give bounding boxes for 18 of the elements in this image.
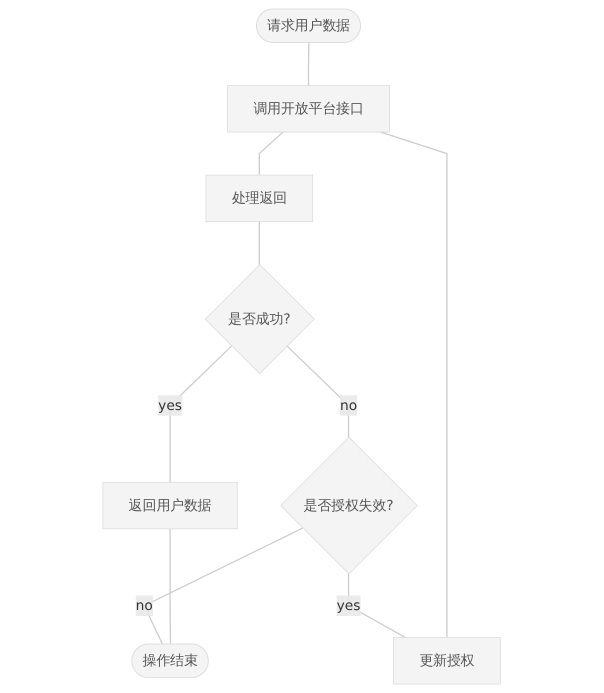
edge-label: no	[340, 396, 358, 414]
edge-label: yes	[158, 396, 182, 414]
connector	[308, 42, 310, 86]
node-box: 返回用户数据	[102, 482, 238, 530]
connector	[348, 574, 406, 638]
node-box: 更新授权	[394, 637, 502, 685]
edge-label: no	[136, 597, 154, 614]
node-box: 处理返回	[206, 174, 314, 222]
connector	[286, 345, 350, 438]
connector	[170, 345, 232, 482]
node-diamond: 是否授权失效?	[280, 436, 418, 574]
node-diamond: 是否成功?	[205, 264, 316, 374]
connector	[259, 222, 260, 265]
connector	[380, 131, 448, 638]
edge-label: yes	[337, 597, 361, 614]
connector	[259, 132, 284, 176]
node-box: 调用开放平台接口	[228, 85, 390, 132]
connector	[170, 528, 172, 644]
